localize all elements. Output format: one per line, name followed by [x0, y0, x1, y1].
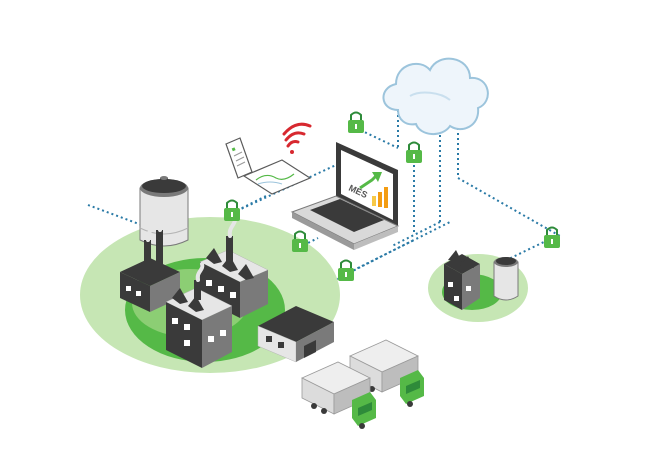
connection-line — [87, 204, 183, 241]
connection-line — [457, 128, 561, 237]
padlock-icon — [544, 226, 560, 248]
phone-icon — [225, 137, 253, 179]
chart-bar — [384, 187, 388, 208]
chart-bar — [372, 196, 376, 206]
factory-icon — [444, 250, 480, 310]
connection-line — [489, 239, 549, 269]
laptop-icon: MES — [290, 142, 400, 250]
padlock-icon — [406, 141, 422, 163]
factory-icon — [120, 212, 269, 368]
truck-icon — [301, 361, 376, 429]
warehouse-icon — [257, 306, 334, 363]
connection-line — [391, 221, 441, 247]
truck-icon — [349, 339, 424, 407]
tablet-icon — [242, 159, 312, 195]
padlock-icon — [292, 230, 308, 252]
padlock-icon — [224, 199, 240, 221]
padlock-icon — [348, 111, 364, 133]
trend-arrow — [359, 174, 378, 190]
padlock-icon — [338, 259, 354, 281]
wifi-icon — [282, 122, 312, 154]
silo-icon — [493, 257, 519, 301]
chart-bar — [378, 192, 382, 207]
connection-line — [343, 239, 415, 276]
cloud-icon — [382, 57, 489, 135]
